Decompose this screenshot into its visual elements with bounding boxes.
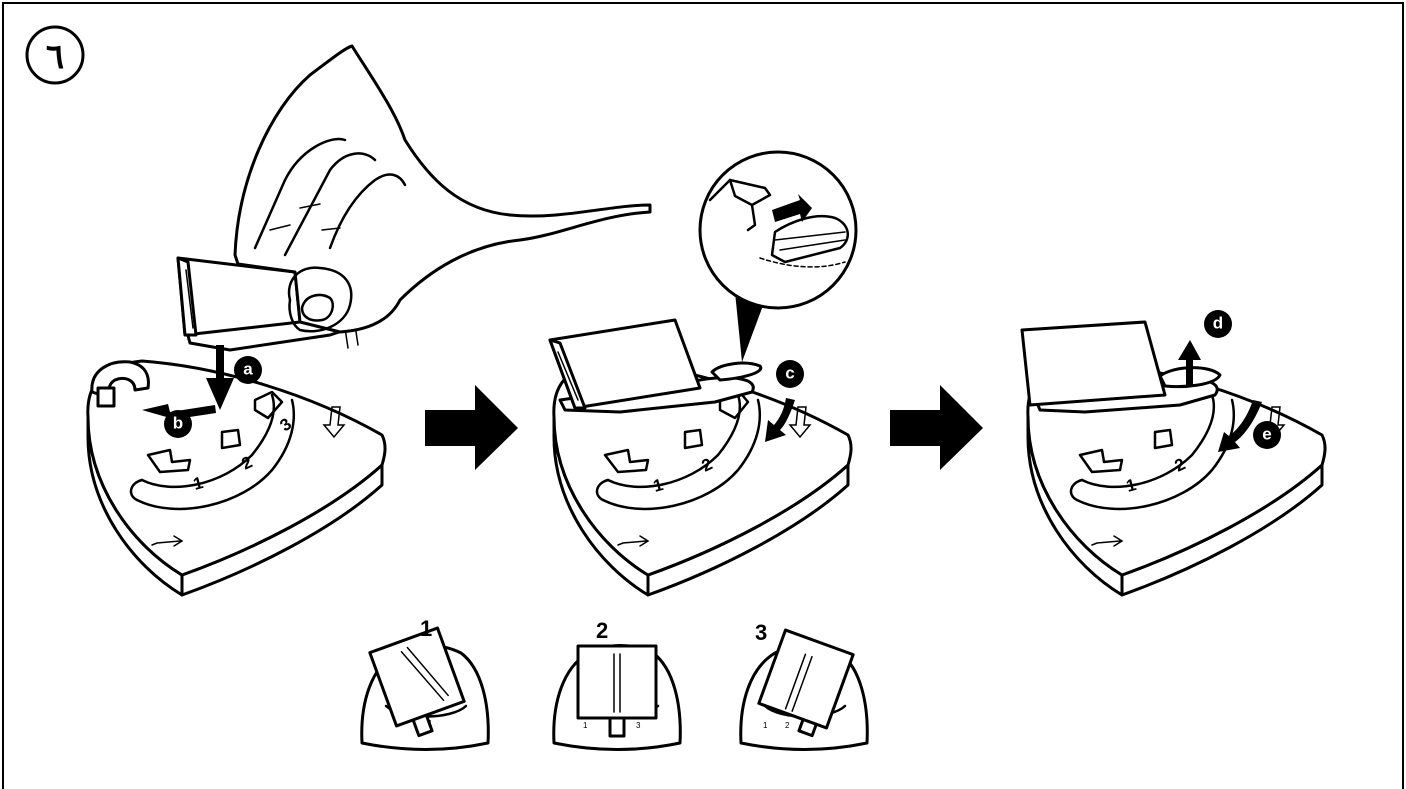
svg-text:d: d (1213, 314, 1223, 333)
cartridge-3 (1020, 320, 1222, 414)
position-row: 1 1 1 3 2 1 2 3 (360, 616, 869, 751)
arrow-insert-down (206, 345, 234, 410)
svg-text:a: a (243, 360, 253, 379)
hand (233, 44, 652, 334)
cartridge-2 (548, 318, 763, 414)
svg-text:e: e (1262, 425, 1271, 444)
callout-e: e (1253, 421, 1281, 449)
arrow-rotate-final (1218, 400, 1262, 452)
callout-b: b (164, 410, 192, 438)
mini-scale-3a: 1 (763, 721, 768, 730)
svg-text:b: b (173, 414, 183, 433)
slot-bracket-2-1 (603, 448, 650, 474)
step-number-badge: ٦ (25, 25, 85, 85)
position-label-2: 2 (596, 618, 608, 643)
slot-bracket-2-2 (683, 428, 704, 450)
callout-c: c (776, 360, 804, 388)
arrow-rotate-down (765, 398, 795, 442)
base-unit-1 (86, 359, 387, 597)
callout-a: a (234, 356, 262, 384)
position-label-3: 3 (755, 620, 767, 645)
slot-bracket-2 (220, 428, 242, 450)
slot-bracket-1 (146, 448, 192, 474)
side-clip-1 (90, 360, 150, 408)
panel-insert-cartridge: 1 2 3 (86, 44, 652, 597)
panel-rotate-cartridge: 1 2 (548, 150, 858, 597)
position-2: 1 3 2 (552, 618, 682, 751)
slot-bracket-3 (253, 390, 284, 420)
panel-final-position: 1 2 (1020, 320, 1327, 597)
position-1: 1 1 (360, 616, 490, 751)
detail-zoom (698, 150, 858, 362)
position-3: 1 2 3 (739, 620, 869, 751)
slot-bracket-3-1 (1078, 448, 1124, 474)
mini-scale-2a: 1 (583, 721, 588, 730)
mini-scale-3b: 2 (785, 721, 790, 730)
slot-bracket-3-2 (1153, 428, 1174, 450)
position-label-1: 1 (420, 616, 432, 641)
big-arrow-next-1 (425, 385, 518, 470)
step-number: ٦ (46, 38, 64, 76)
mini-scale-1: 1 (428, 719, 433, 728)
mini-scale-2c: 3 (636, 721, 641, 730)
svg-text:c: c (785, 364, 794, 383)
arrow-lift-up (1178, 340, 1201, 386)
big-arrow-next-2 (890, 385, 983, 470)
callout-d: d (1204, 310, 1232, 338)
